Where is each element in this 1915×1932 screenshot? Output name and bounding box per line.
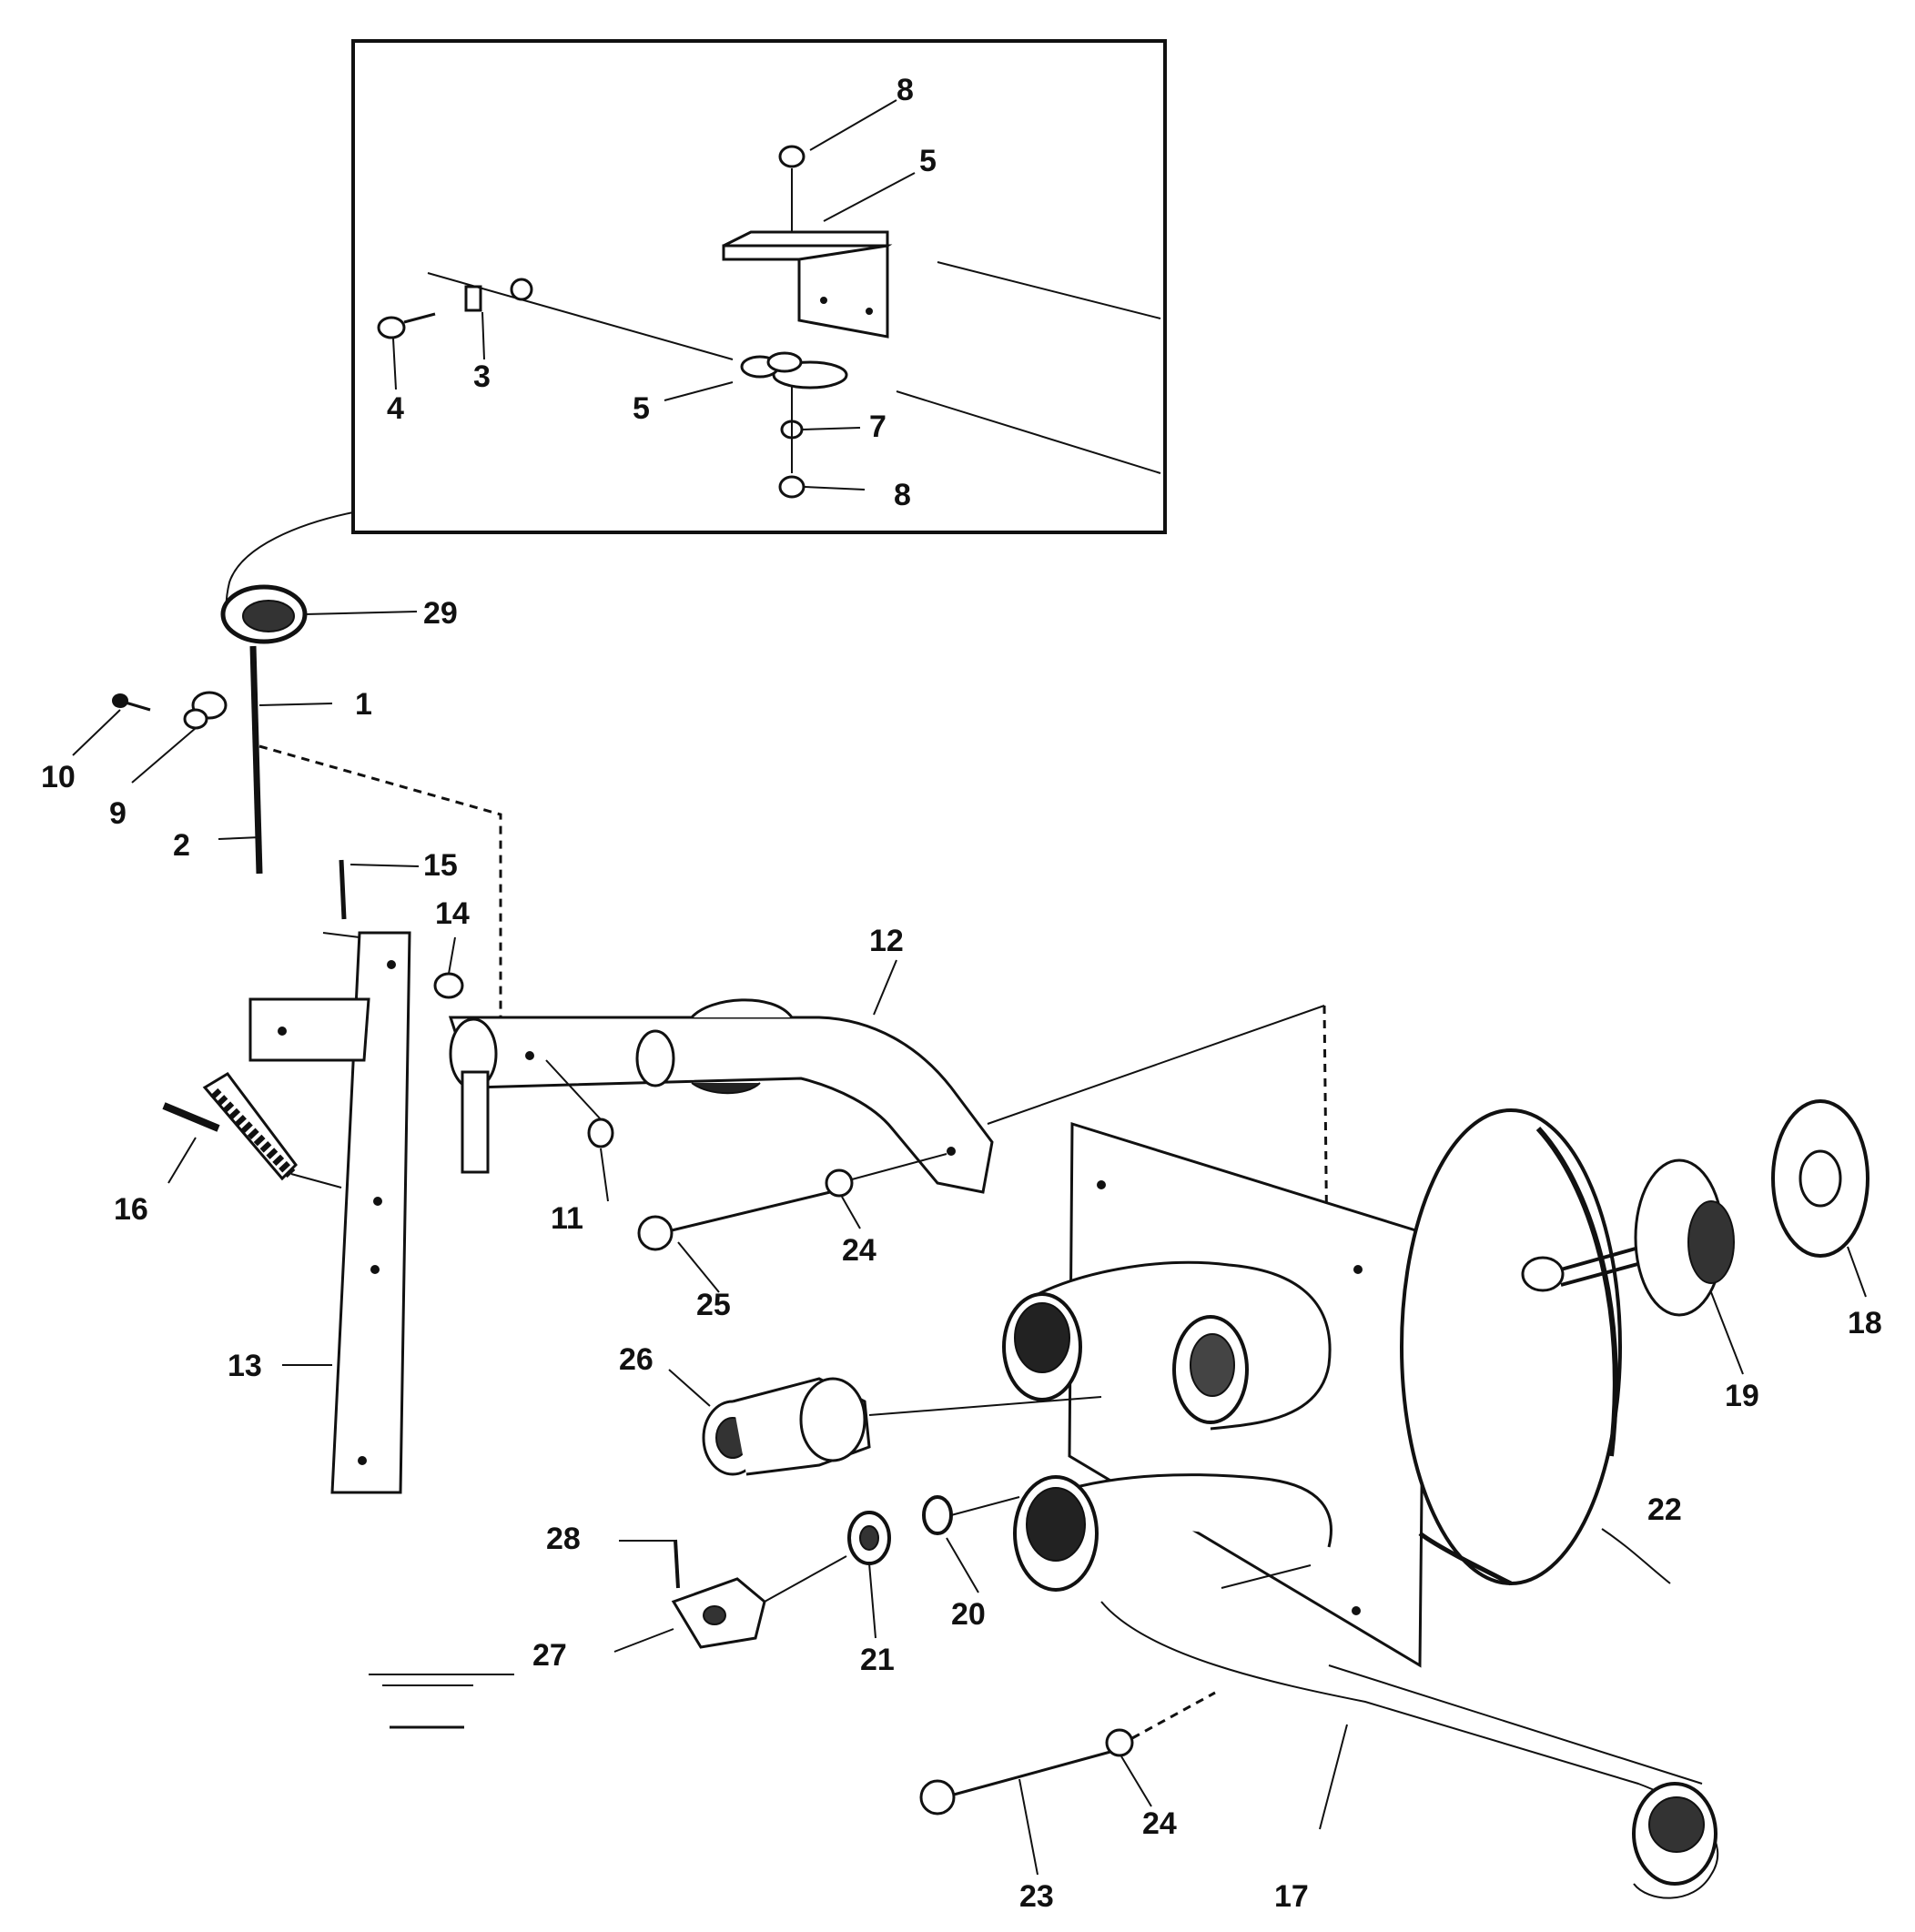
lever-part-12 xyxy=(448,959,994,1194)
clamp-part-27 xyxy=(613,1555,847,1653)
bolt-part-25 xyxy=(637,1190,831,1293)
washer-part-21 xyxy=(847,1511,891,1639)
spring-part-16 xyxy=(162,1072,342,1189)
washer-part-18 xyxy=(1771,1099,1869,1298)
callout-8-top: 8 xyxy=(897,73,914,107)
bolt-part-23 xyxy=(919,1750,1111,1876)
callout-8-bottom: 8 xyxy=(894,478,911,512)
callout-4: 4 xyxy=(387,391,404,426)
screw-part-4 xyxy=(377,312,436,339)
nut-part-24-lower xyxy=(1105,1691,1216,1807)
callout-14: 14 xyxy=(435,896,470,931)
callout-24-lower: 24 xyxy=(1142,1806,1177,1841)
callout-12: 12 xyxy=(869,924,904,958)
washer-part-3 xyxy=(464,278,533,312)
pulley-part-22 xyxy=(1400,1108,1671,1586)
callout-29: 29 xyxy=(423,596,458,631)
dashed-leader-rod xyxy=(258,744,502,1024)
callout-28: 28 xyxy=(546,1522,581,1556)
callout-25: 25 xyxy=(696,1288,731,1322)
callout-10: 10 xyxy=(41,760,76,794)
rod-part-1-2 xyxy=(218,645,333,875)
pipe-lower-part-17 xyxy=(1013,1473,1719,1899)
inset-detail-box xyxy=(351,39,1167,534)
callout-13: 13 xyxy=(228,1349,262,1383)
drawing-reference-stamp xyxy=(369,1674,514,1729)
seal-part-20 xyxy=(922,1495,1020,1593)
callout-9: 9 xyxy=(109,796,127,831)
nut-part-14 xyxy=(433,936,464,999)
callout-21: 21 xyxy=(860,1643,895,1677)
nut-part-9-washer-10 xyxy=(72,691,228,784)
callout-23: 23 xyxy=(1019,1879,1054,1914)
callout-24-upper: 24 xyxy=(842,1233,876,1268)
callout-27: 27 xyxy=(532,1638,567,1673)
callout-5-bottom: 5 xyxy=(633,391,650,426)
nut-part-7 xyxy=(780,387,804,473)
shaft-part-19 xyxy=(1521,1158,1744,1375)
callout-1: 1 xyxy=(355,687,372,722)
callout-20: 20 xyxy=(951,1597,986,1632)
pin-part-15 xyxy=(339,859,420,920)
eyelet-part-29 xyxy=(220,584,418,644)
bracket-part-13 xyxy=(248,931,411,1494)
bolt-part-8-bottom xyxy=(778,475,806,499)
nut-part-11 xyxy=(545,1059,614,1202)
callout-18: 18 xyxy=(1848,1306,1882,1340)
callout-5-top: 5 xyxy=(919,144,937,178)
callout-16: 16 xyxy=(114,1192,148,1227)
callout-7: 7 xyxy=(869,410,887,444)
callout-19: 19 xyxy=(1725,1379,1759,1413)
bolt-part-8-top xyxy=(778,145,806,232)
pin-part-28 xyxy=(619,1539,680,1589)
clip-part-5 xyxy=(740,351,848,389)
nut-part-24-upper xyxy=(825,1153,947,1229)
callout-3: 3 xyxy=(473,359,491,394)
pipe-upper xyxy=(1002,1260,1332,1431)
callout-17: 17 xyxy=(1274,1879,1309,1914)
callout-2: 2 xyxy=(173,828,190,863)
fitting-part-26 xyxy=(668,1369,1102,1476)
callout-labels: 8 5 3 4 5 7 8 29 1 10 9 2 15 14 12 16 11… xyxy=(41,73,1882,1914)
callout-11: 11 xyxy=(551,1201,583,1236)
callout-22: 22 xyxy=(1647,1492,1682,1527)
callout-26: 26 xyxy=(619,1342,654,1377)
bracket-part-5 xyxy=(722,230,893,339)
callout-15: 15 xyxy=(423,848,458,883)
